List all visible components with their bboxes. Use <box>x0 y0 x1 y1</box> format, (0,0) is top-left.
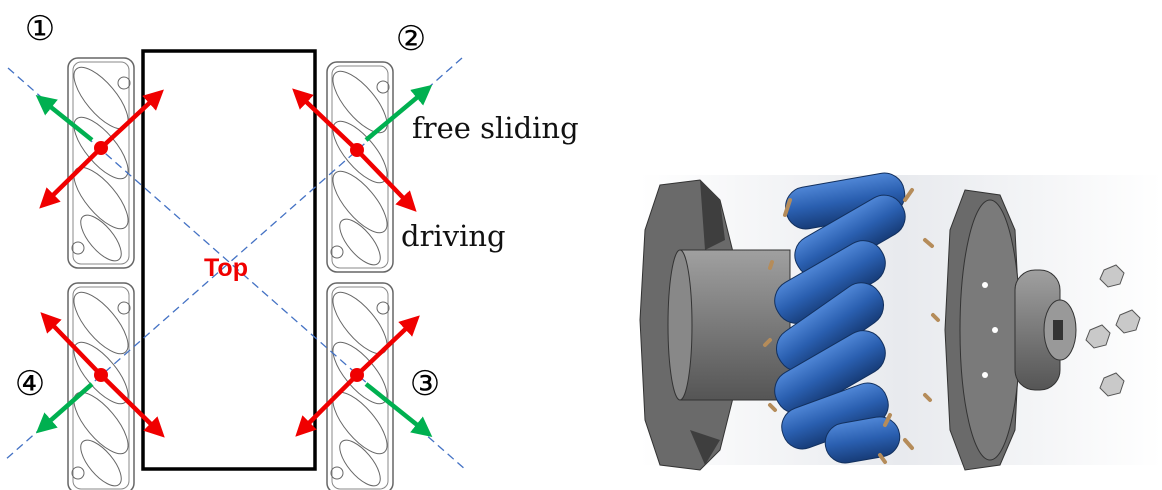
driving-arrow-4a <box>40 312 103 377</box>
free-sliding-label: free sliding <box>412 111 579 145</box>
chassis-outline <box>141 49 317 471</box>
wheel-3 <box>323 282 397 490</box>
mecanum-wheel-render <box>639 172 1162 471</box>
top-label: Top <box>204 254 248 282</box>
free-sliding-arrows <box>35 84 433 438</box>
driving-arrow-1b <box>39 146 103 209</box>
free-sliding-arrow-1 <box>35 94 94 142</box>
free-sliding-arrow-2 <box>364 84 433 142</box>
driving-arrow-2b <box>355 148 417 212</box>
wheel-label-4: ④ <box>15 364 45 404</box>
driving-arrow-2a <box>292 88 359 152</box>
wheel-label-3: ③ <box>410 364 440 404</box>
driving-arrow-1a <box>99 89 164 150</box>
wheel-2 <box>323 61 397 273</box>
wheel-4 <box>64 282 138 490</box>
wheel-label-2: ② <box>396 19 426 59</box>
driving-label: driving <box>401 219 506 253</box>
driving-arrow-4b <box>99 373 165 438</box>
wheel-centers <box>94 141 364 382</box>
driving-arrow-3b <box>295 373 359 437</box>
free-sliding-arrow-3 <box>364 382 433 438</box>
driving-arrows <box>39 88 420 438</box>
wheel-label-1: ① <box>25 9 55 49</box>
free-sliding-arrow-4 <box>35 382 94 434</box>
driving-arrow-3a <box>355 315 420 377</box>
wheel-1 <box>64 57 138 269</box>
